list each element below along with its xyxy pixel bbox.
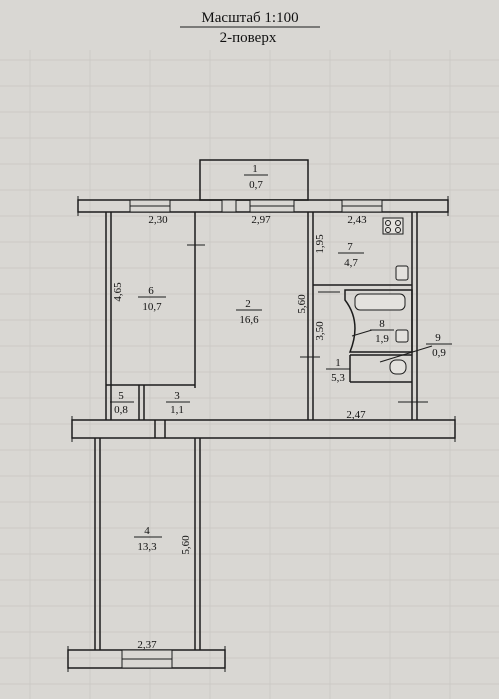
room-number: 8 [379, 318, 385, 330]
kitchen-sink-icon [395, 265, 409, 281]
room-number: 1 [252, 163, 258, 175]
stove-icon [382, 217, 404, 235]
room-number: 6 [148, 285, 154, 297]
dimension-label: 5,60 [180, 535, 192, 555]
room-area: 5,3 [331, 372, 345, 384]
dimension-label: 2,37 [137, 639, 157, 651]
dimension-label: 2,30 [148, 214, 168, 226]
dimension-label: 5,60 [296, 294, 308, 314]
burner-icon [385, 227, 391, 233]
room-area: 1,1 [170, 404, 184, 416]
room-4-label: 4 13,3 [134, 525, 162, 553]
room-1-hall-label: 1 5,3 [326, 357, 350, 384]
burner-icon [395, 220, 401, 226]
bathroom-sink-icon [395, 329, 409, 343]
dimension-label: 2,97 [251, 214, 271, 226]
dimension-label: 3,50 [314, 321, 326, 341]
leader-room-8 [351, 329, 373, 337]
window-room-7 [341, 199, 383, 213]
room-9-label: 9 0,9 [426, 332, 452, 359]
dimension-label: 2,47 [346, 409, 366, 421]
burner-icon [385, 220, 391, 226]
burner-icon [395, 227, 401, 233]
window-room-6 [129, 199, 171, 213]
dimension-label: 2,43 [347, 214, 367, 226]
room-area: 0,9 [432, 347, 446, 359]
room-area: 0,8 [114, 404, 128, 416]
room-area: 10,7 [142, 301, 162, 313]
bathroom-walls [344, 289, 413, 353]
room-area: 0,7 [249, 179, 263, 191]
toilet-icon [389, 359, 407, 375]
dimension-label: 1,95 [314, 234, 326, 254]
floor-label: 2-поверх [220, 30, 277, 46]
balcony-door-room-2 [221, 199, 237, 213]
room-area: 16,6 [239, 314, 259, 326]
room-2-label: 2 16,6 [236, 298, 262, 326]
room-1-balcony-label: 1 0,7 [244, 163, 268, 191]
room-number: 9 [435, 332, 441, 344]
bathtub-icon [354, 293, 406, 311]
dimension-label: 4,65 [112, 282, 124, 302]
room-6-label: 6 10,7 [138, 285, 166, 313]
window-room-4 [121, 649, 173, 669]
room-8-label: 8 1,9 [370, 318, 394, 345]
scale-label: Масштаб 1:100 [201, 10, 298, 26]
room-area: 13,3 [137, 541, 157, 553]
room-number: 2 [245, 298, 251, 310]
room-area: 1,9 [375, 333, 389, 345]
room-number: 1 [335, 357, 341, 369]
middle-exterior-wall [71, 419, 456, 439]
room-number: 3 [174, 390, 180, 402]
room-7-label: 7 4,7 [338, 241, 364, 269]
window-room-2 [249, 199, 295, 213]
room-5-label: 5 0,8 [110, 390, 134, 416]
room-number: 7 [347, 241, 353, 253]
leader-room-9 [379, 345, 433, 363]
paper-grid [0, 50, 499, 699]
room-number: 5 [118, 390, 124, 402]
room-area: 4,7 [344, 257, 358, 269]
room-3-label: 3 1,1 [166, 390, 190, 416]
room-number: 4 [144, 525, 150, 537]
